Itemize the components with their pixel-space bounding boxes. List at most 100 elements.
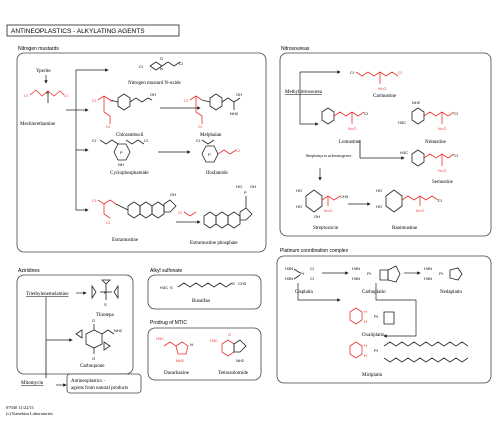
structure-semustine[interactable]: Cl H3C N=O — [400, 149, 458, 173]
label-dacarbazine[interactable]: Dacarbazine — [164, 371, 190, 376]
section-nitrogen-mustards: Nitrogen mustards — [18, 46, 59, 52]
structure-ranimustine[interactable]: Cl HO HO N=O — [376, 188, 442, 213]
svg-text:N=O: N=O — [438, 168, 446, 173]
svg-text:P: P — [104, 290, 107, 295]
structure-oxaliplatin[interactable]: H H Pt — [349, 307, 395, 325]
svg-text:HO: HO — [296, 188, 302, 193]
structure-carboquone[interactable]: O O NH2 — [75, 318, 123, 361]
structure-carboplatin[interactable]: H3N H3N Pt — [352, 265, 401, 283]
svg-text:S: S — [104, 302, 107, 307]
svg-text:Cl: Cl — [236, 148, 240, 153]
structure-chlorambucil[interactable]: Cl Cl N OH — [92, 92, 156, 129]
label-cisplatin[interactable]: Cisplatin — [295, 290, 314, 295]
svg-text:H3N: H3N — [285, 276, 293, 281]
svg-text:H3N: H3N — [352, 276, 360, 281]
svg-text:Cl: Cl — [92, 138, 96, 143]
label-carmustine[interactable]: Carmustine — [373, 94, 397, 99]
svg-text:Cl: Cl — [198, 124, 202, 129]
svg-text:Cl: Cl — [398, 70, 402, 75]
svg-text:N=O: N=O — [324, 208, 332, 213]
section-aziridines: Aziridines — [18, 268, 40, 274]
svg-text:Cl: Cl — [179, 61, 183, 66]
structure-dacarbazine[interactable]: H3C NH2 N — [156, 336, 193, 363]
alkyl-sulfonate-panel — [147, 274, 262, 310]
structure-temozolomide[interactable]: O H3C NH2 — [210, 332, 247, 363]
label-chlorambucil[interactable]: Chlorambucil — [116, 133, 144, 138]
label-ifosfamide[interactable]: Ifosfamide — [206, 171, 228, 176]
svg-text:N: N — [46, 90, 49, 95]
svg-text:Cl: Cl — [139, 64, 143, 69]
label-miriplatin[interactable]: Miriplatin — [362, 373, 383, 378]
label-ranimustine[interactable]: Ranimustine — [392, 226, 418, 231]
label-n-oxide[interactable]: Nitrogen mustard N-oxide — [128, 81, 182, 86]
label-estramustine-phosphate[interactable]: Estramustine phosphate — [190, 241, 238, 246]
svg-text:P: P — [208, 152, 211, 157]
svg-text:N: N — [190, 342, 193, 347]
label-mitomycin[interactable]: Mitomycin — [21, 381, 44, 386]
svg-text:Cl: Cl — [144, 138, 148, 143]
structure-melphalan[interactable]: Cl Cl OH NH2 — [184, 92, 242, 129]
svg-text:S: S — [170, 285, 173, 290]
svg-text:Cl: Cl — [106, 220, 110, 225]
footer-copyright: (c) Kanehisa Laboratories — [6, 411, 53, 416]
label-triethylenemelamine[interactable]: Triethylenemelamine — [26, 292, 69, 297]
structure-miriplatin[interactable]: H H Pt — [349, 341, 469, 363]
svg-text:O: O — [92, 318, 95, 323]
structure-n-oxide[interactable]: Cl Cl O N — [139, 56, 183, 71]
svg-text:Cl: Cl — [310, 266, 314, 271]
structure-streptozocin[interactable]: HO HO OH CH3 N=O — [296, 188, 349, 219]
label-thiotepa[interactable]: Thiotepa — [96, 313, 115, 318]
nitrosoureas-panel — [279, 52, 492, 237]
structure-nimustine[interactable]: Cl NH2 H3C N=O — [398, 100, 458, 131]
svg-text:CH3: CH3 — [238, 281, 247, 286]
label-carboquone[interactable]: Carboquone — [80, 364, 105, 369]
svg-text:Pt: Pt — [439, 271, 444, 276]
structure-cyclophosphamide[interactable]: P Cl Cl NH — [92, 138, 148, 167]
label-semustine[interactable]: Semustine — [432, 180, 454, 185]
structure-lomustine[interactable]: Cl N=O — [321, 107, 368, 131]
structure-nedaplatin[interactable]: H3N H3N Pt — [424, 266, 463, 281]
svg-text:N: N — [160, 66, 163, 71]
label-nedaplatin[interactable]: Nedaplatin — [440, 290, 462, 295]
svg-text:NH: NH — [118, 162, 124, 167]
label-carboplatin[interactable]: Carboplatin — [362, 290, 386, 295]
structure-cisplatin[interactable]: H3N H3N Pt Cl Cl — [285, 266, 314, 281]
svg-text:Cl: Cl — [106, 124, 110, 129]
label-streptozocin[interactable]: Streptozocin — [313, 226, 339, 231]
label-estramustine[interactable]: Estramustine — [112, 238, 139, 243]
label-cyclophosphamide[interactable]: Cyclophosphamide — [110, 171, 149, 176]
structure-ifosfamide[interactable]: P Cl Cl — [196, 138, 240, 163]
label-melphalan[interactable]: Melphalan — [200, 133, 222, 138]
svg-text:P: P — [244, 190, 247, 195]
label-mechlorethamine[interactable]: Mechlorethamine — [20, 122, 56, 127]
svg-text:HO: HO — [376, 188, 382, 193]
label-temozolomide[interactable]: Temozolomide — [218, 371, 249, 376]
structure-mechlorethamine[interactable]: N Cl Cl — [24, 89, 68, 103]
svg-text:H3C: H3C — [160, 285, 168, 290]
structure-busulfan[interactable]: S S H3C CH3 — [160, 281, 247, 290]
svg-text:OH: OH — [150, 92, 156, 97]
svg-text:P: P — [120, 150, 123, 155]
svg-text:H: H — [364, 319, 367, 324]
svg-text:N=O: N=O — [438, 126, 446, 131]
label-methylnitrosourea[interactable]: Methylnitrosourea — [285, 90, 323, 95]
svg-text:Cl: Cl — [364, 111, 368, 116]
label-yperite[interactable]: Yperite — [36, 69, 51, 74]
natural-products-box[interactable] — [66, 373, 142, 394]
svg-text:NH2: NH2 — [176, 358, 185, 363]
label-nimustine[interactable]: Nimustine — [425, 140, 447, 145]
label-lomustine[interactable]: Lomustine — [339, 140, 361, 145]
structure-estramustine[interactable]: Cl Cl OH — [92, 192, 177, 225]
structure-carmustine[interactable]: Cl Cl N=O — [350, 70, 402, 91]
label-busulfan[interactable]: Busulfan — [192, 299, 211, 304]
svg-text:N: N — [110, 98, 113, 103]
structure-estramustine-phosphate[interactable]: HO P OH Cl — [178, 184, 256, 229]
svg-text:HO: HO — [236, 184, 242, 189]
svg-text:Pt: Pt — [300, 271, 305, 276]
label-natural-products-1[interactable]: Antineoplastics - — [71, 379, 105, 384]
label-oxaliplatin[interactable]: Oxaliplatin — [362, 333, 385, 338]
label-natural-products-2[interactable]: agents from natural products — [71, 386, 128, 391]
structure-thiotepa[interactable]: P S — [91, 279, 119, 307]
svg-text:Cl: Cl — [454, 111, 458, 116]
